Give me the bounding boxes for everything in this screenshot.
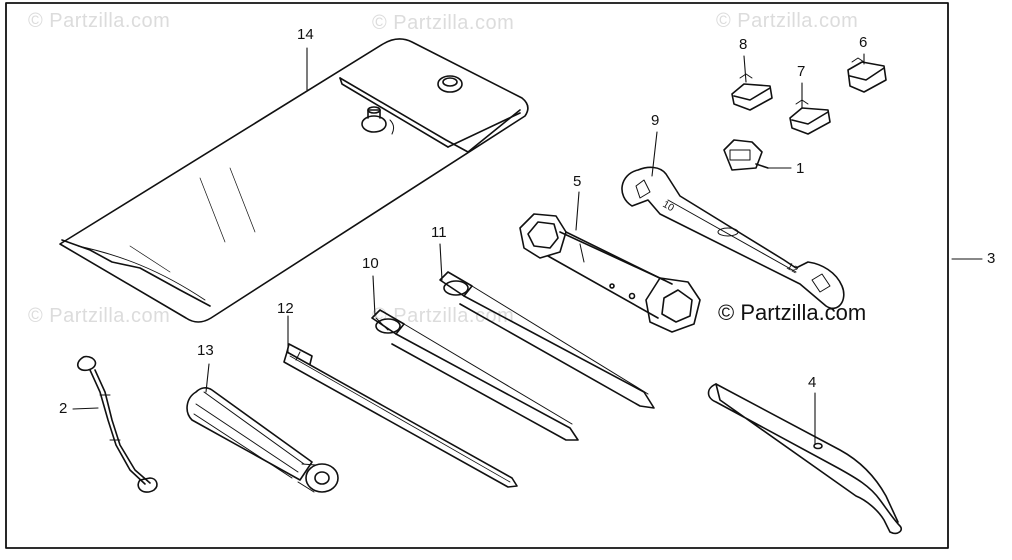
- svg-text:10: 10: [661, 199, 677, 214]
- screwdriver-bit-11: [439, 271, 655, 409]
- wire-loop: [76, 355, 158, 493]
- fuse-6: [847, 57, 887, 93]
- callout-2: 2: [59, 400, 68, 417]
- tool-bag: [59, 38, 529, 323]
- callout-11: 11: [431, 224, 447, 241]
- callout-9: 9: [651, 112, 660, 129]
- watermark: © Partzilla.com: [28, 305, 171, 327]
- fuse-7: [789, 99, 831, 135]
- watermark: © Partzilla.com: [372, 12, 515, 34]
- svg-text:12: 12: [785, 261, 801, 276]
- fuse-8: [731, 73, 773, 111]
- callout-3: 3: [987, 250, 996, 267]
- callout-6: 6: [859, 34, 868, 51]
- screwdriver-handle: [186, 387, 339, 493]
- screwdriver-bit-12: [283, 343, 518, 488]
- callout-7: 7: [797, 63, 806, 80]
- callout-8: 8: [739, 36, 748, 53]
- watermark: © Partzilla.com: [372, 305, 515, 327]
- callout-12: 12: [277, 300, 294, 317]
- fuse-clip: [723, 139, 769, 171]
- callout-14: 14: [297, 26, 314, 43]
- open-end-wrench: 10 12: [621, 166, 845, 310]
- callout-13: 13: [197, 342, 214, 359]
- callout-1: 1: [796, 160, 805, 177]
- callout-10: 10: [362, 255, 379, 272]
- box-spanner: [519, 213, 701, 333]
- callout-4: 4: [808, 374, 817, 391]
- watermark: © Partzilla.com: [716, 10, 859, 32]
- diagram-frame: [5, 2, 949, 549]
- copyright-text: © Partzilla.com: [718, 300, 867, 325]
- callout-5: 5: [573, 173, 582, 190]
- leader-lines: [72, 47, 983, 445]
- watermark: © Partzilla.com: [28, 10, 171, 32]
- screwdriver-bit-10: [371, 309, 579, 441]
- hook-spanner: [707, 383, 903, 535]
